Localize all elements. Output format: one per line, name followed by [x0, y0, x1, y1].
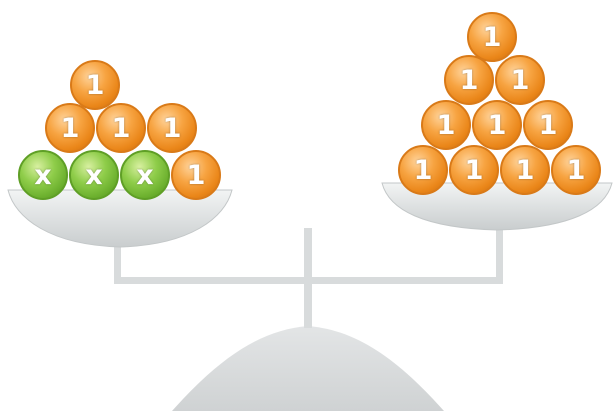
unit-ball: 1: [467, 12, 517, 62]
unit-ball: 1: [472, 100, 522, 150]
variable-ball: x: [120, 150, 170, 200]
left-pan-hanger: [114, 243, 121, 283]
left-pan: [7, 189, 233, 248]
unit-ball: 1: [96, 103, 146, 153]
unit-ball: 1: [444, 55, 494, 105]
unit-ball: 1: [398, 145, 448, 195]
unit-ball: 1: [171, 150, 221, 200]
scale-beam: [114, 277, 503, 284]
unit-ball: 1: [551, 145, 601, 195]
unit-ball: 1: [449, 145, 499, 195]
right-pan: [381, 182, 613, 231]
unit-ball: 1: [495, 55, 545, 105]
unit-ball: 1: [523, 100, 573, 150]
scale-base: [172, 326, 444, 411]
unit-ball: 1: [500, 145, 550, 195]
variable-ball: x: [69, 150, 119, 200]
right-pan-hanger: [496, 226, 503, 283]
unit-ball: 1: [70, 60, 120, 110]
unit-ball: 1: [45, 103, 95, 153]
variable-ball: x: [18, 150, 68, 200]
unit-ball: 1: [421, 100, 471, 150]
unit-ball: 1: [147, 103, 197, 153]
